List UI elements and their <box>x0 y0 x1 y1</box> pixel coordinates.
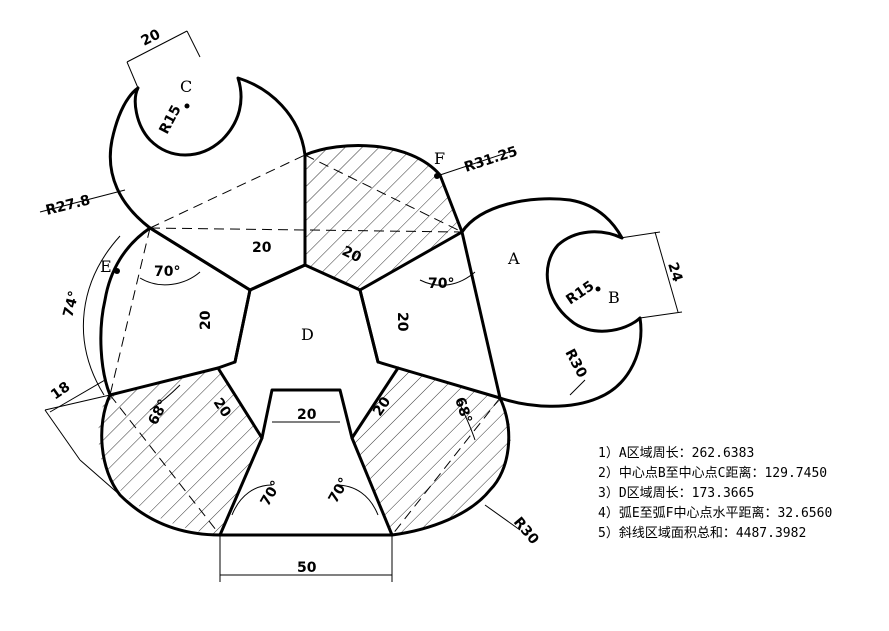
dim-ang-70-right: 70° <box>428 276 454 292</box>
dim-base-50: 50 <box>297 560 317 576</box>
label-b: B <box>608 288 620 307</box>
slot-bottom <box>260 388 354 440</box>
dim-len-18: 18 <box>48 379 73 403</box>
dim-ang-70-left: 70° <box>154 264 180 280</box>
dim-slot-right: 20 <box>394 312 410 332</box>
dim-r-27: R27.8 <box>44 192 92 218</box>
dim-r-31: R31.25 <box>462 144 519 176</box>
dim-slot-bottom: 20 <box>297 407 317 423</box>
question-5: 5）斜线区域面积总和：4487.3982 <box>598 526 806 541</box>
dim-ang-70-bot-left: 70° <box>258 478 285 509</box>
label-e: E <box>100 257 112 276</box>
dim-slot-top-right: 20 <box>339 243 364 266</box>
dim-r-b: R15 <box>563 278 597 308</box>
label-d: D <box>301 325 314 344</box>
outline-top-right-lobe <box>303 143 643 408</box>
question-list: 1）A区域周长：262.6383 2）中心点B至中心点C距离：129.7450 … <box>598 446 832 541</box>
dim-ang-68-right: 68° <box>451 395 474 425</box>
center-c-dot <box>184 103 190 109</box>
hatch-region-bottom-left <box>98 368 262 535</box>
dim-slot-top-left: 20 <box>252 240 272 256</box>
dim-w-24: 24 <box>664 260 685 284</box>
hatch-region-bottom-right <box>352 368 511 535</box>
slot-top-left <box>148 226 307 292</box>
label-c: C <box>180 77 192 96</box>
dim-r-30-bottom: R30 <box>510 514 542 548</box>
inner-pentagon <box>233 288 380 364</box>
dim-r-30-right: R30 <box>561 346 589 380</box>
label-a: A <box>507 249 520 268</box>
center-b-dot <box>595 286 601 292</box>
question-3: 3）D区域周长：173.3665 <box>598 486 754 501</box>
outline-bottom <box>99 226 511 537</box>
question-2: 2）中心点B至中心点C距离：129.7450 <box>598 465 827 481</box>
dim-r-c: R15 <box>156 103 184 137</box>
dim-ang-74: 74° <box>60 289 82 319</box>
dim-ang-70-bot-right: 70° <box>326 475 353 506</box>
question-1: 1）A区域周长：262.6383 <box>598 446 754 461</box>
label-f: F <box>434 149 445 168</box>
arc-e-dot <box>114 268 120 274</box>
outline-top-left-lobe <box>108 76 307 292</box>
dim-top-width: 20 <box>139 26 164 49</box>
dim-slot-left: 20 <box>198 310 214 330</box>
question-4: 4）弧E至弧F中心点水平距离：32.6560 <box>598 505 832 521</box>
